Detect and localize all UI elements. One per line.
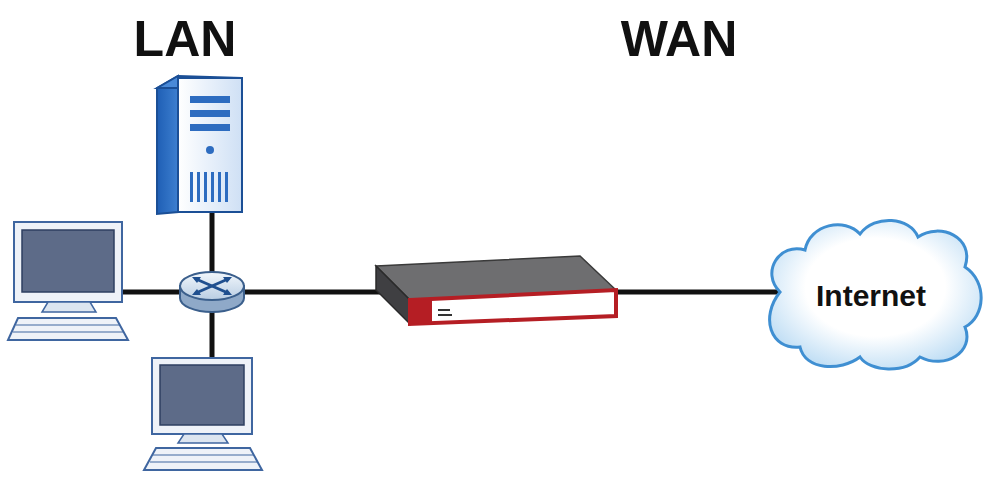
firewall-appliance xyxy=(376,256,616,324)
switch-symbol xyxy=(180,272,244,312)
region-label: WAN xyxy=(621,14,738,64)
wire xyxy=(120,290,182,295)
wire xyxy=(612,290,782,295)
workstation xyxy=(8,222,128,340)
server-tower xyxy=(157,76,242,214)
region-label: LAN xyxy=(134,14,237,64)
wire xyxy=(242,290,380,295)
workstation xyxy=(144,358,262,470)
internet-cloud: Internet xyxy=(760,212,986,372)
wires xyxy=(120,212,782,358)
wire xyxy=(210,212,215,275)
cloud-label: Internet xyxy=(816,281,926,311)
